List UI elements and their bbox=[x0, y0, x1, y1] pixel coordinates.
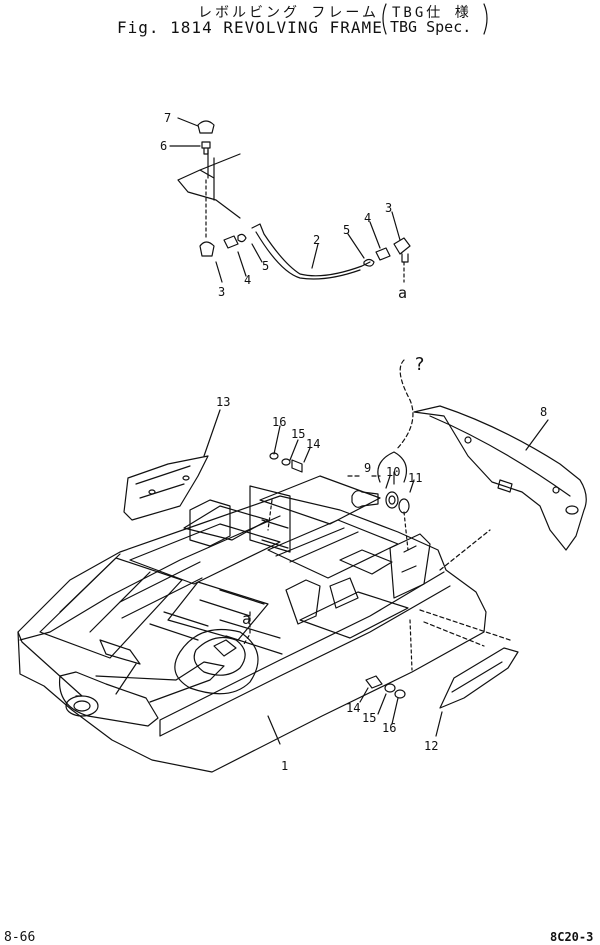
callout-a: a bbox=[242, 610, 251, 628]
callout-4: 4 bbox=[364, 211, 371, 225]
callout-12: 12 bbox=[424, 739, 438, 753]
callout-6: 6 bbox=[160, 139, 167, 153]
callout-1: 1 bbox=[281, 759, 288, 773]
japanese-spec: TBG仕 様 bbox=[392, 5, 472, 21]
figure-title: Fig. 1814 REVOLVING FRAME bbox=[117, 18, 383, 37]
fitting-6 bbox=[201, 141, 211, 155]
model-code: 8C20-3 bbox=[550, 930, 594, 944]
callout-16: 16 bbox=[272, 415, 286, 429]
callout-2: 2 bbox=[313, 233, 320, 247]
callout-15: 15 bbox=[291, 427, 305, 441]
callout-5: 5 bbox=[343, 223, 350, 237]
bolt-set-right bbox=[347, 451, 415, 551]
callout-5: 5 bbox=[262, 259, 269, 273]
callout-9: 9 bbox=[364, 461, 371, 475]
cover-plate-12 bbox=[435, 647, 519, 737]
callout-7: 7 bbox=[164, 111, 171, 125]
callout-14: 14 bbox=[346, 701, 360, 715]
callout-14: 14 bbox=[306, 437, 320, 451]
callout-13: 13 bbox=[216, 395, 230, 409]
spec-label: TBG Spec. bbox=[390, 18, 472, 36]
elbow-3b bbox=[393, 237, 411, 263]
cover-plate-13 bbox=[123, 409, 221, 521]
bolt-set-lower bbox=[359, 619, 413, 725]
nut-4a bbox=[223, 235, 239, 249]
page-number: 8-66 bbox=[4, 930, 36, 945]
revolving-frame-1 bbox=[17, 475, 487, 773]
cover-plate-8 bbox=[413, 405, 587, 551]
callout-question: ? bbox=[414, 354, 425, 375]
callout-16: 16 bbox=[382, 721, 396, 735]
nut-4b bbox=[375, 247, 391, 261]
callout-11: 11 bbox=[408, 471, 422, 485]
bolt-set-upper bbox=[267, 425, 311, 531]
callout-10: 10 bbox=[386, 465, 400, 479]
callout-a: a bbox=[398, 284, 407, 302]
callout-3: 3 bbox=[218, 285, 225, 299]
callout-15: 15 bbox=[362, 711, 376, 725]
nut-5a bbox=[237, 233, 247, 243]
callout-8: 8 bbox=[540, 405, 547, 419]
japanese-title: レボルビング フレーム bbox=[198, 5, 380, 21]
elbow-3a bbox=[199, 241, 215, 257]
nut-5b bbox=[363, 258, 375, 267]
callout-4: 4 bbox=[244, 273, 251, 287]
hose-assembly-upper bbox=[177, 120, 411, 283]
callout-3: 3 bbox=[385, 201, 392, 215]
cap-7 bbox=[197, 120, 215, 134]
hose-2 bbox=[251, 223, 371, 277]
